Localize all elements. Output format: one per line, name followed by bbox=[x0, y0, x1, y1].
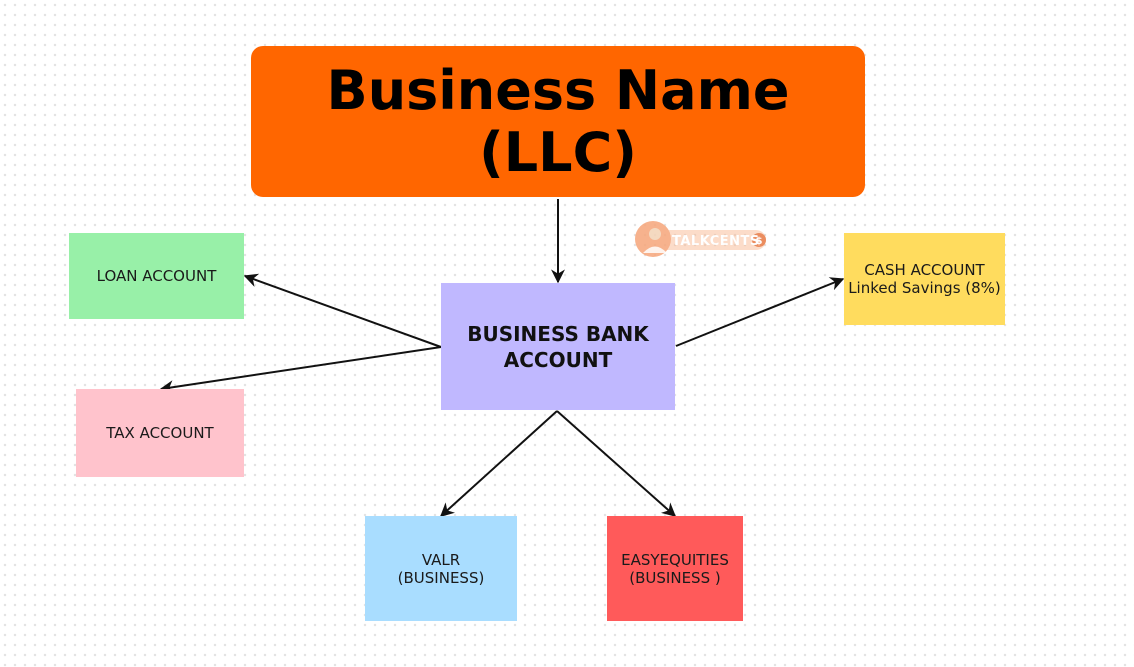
cash-account-node: CASH ACCOUNT Linked Savings (8%) bbox=[844, 233, 1005, 325]
loan-label: LOAN ACCOUNT bbox=[96, 267, 217, 285]
cash-label-line1: CASH ACCOUNT bbox=[864, 261, 985, 279]
bank-label-line2: ACCOUNT bbox=[503, 347, 613, 372]
arrow-bank-to-tax bbox=[159, 346, 442, 395]
avatar-icon bbox=[649, 228, 661, 240]
arrow-bank-to-loan bbox=[243, 273, 442, 348]
easyequities-node: EASYEQUITIES (BUSINESS ) bbox=[607, 516, 743, 621]
valr-label-line1: VALR bbox=[421, 550, 461, 569]
business-bank-account-node: BUSINESS BANK ACCOUNT bbox=[441, 283, 675, 410]
bank-label-line1: BUSINESS BANK bbox=[467, 321, 649, 346]
arrow-bank-to-easyequities bbox=[556, 410, 677, 517]
business-name-line1: Business Name bbox=[326, 58, 790, 122]
watermark-badge: $ bbox=[756, 236, 763, 247]
easyequities-label-line1: EASYEQUITIES bbox=[621, 550, 729, 569]
business-name-line2: (LLC) bbox=[479, 120, 637, 184]
talkcents-watermark-logo: $ TALKCENTS bbox=[635, 221, 766, 257]
business-name-node: Business Name (LLC) bbox=[251, 46, 865, 197]
tax-account-node: TAX ACCOUNT bbox=[76, 389, 244, 477]
tax-label: TAX ACCOUNT bbox=[106, 424, 214, 442]
valr-label-line2: (BUSINESS) bbox=[397, 568, 485, 587]
arrow-bank-to-cash bbox=[675, 277, 845, 347]
watermark-text: TALKCENTS bbox=[672, 234, 760, 249]
arrow-bank-to-valr bbox=[439, 410, 558, 517]
easyequities-label-line2: (BUSINESS ) bbox=[629, 568, 721, 587]
loan-account-node: LOAN ACCOUNT bbox=[69, 233, 244, 319]
valr-node: VALR (BUSINESS) bbox=[365, 516, 517, 621]
cash-label-line2: Linked Savings (8%) bbox=[848, 279, 1001, 297]
